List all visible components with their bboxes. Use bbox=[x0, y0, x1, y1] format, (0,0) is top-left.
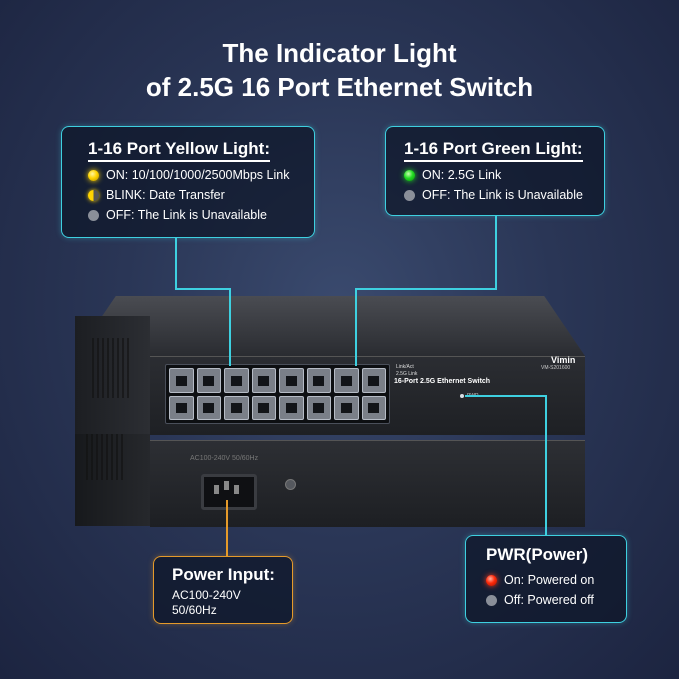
power-led bbox=[460, 394, 464, 398]
yellow-led-icon bbox=[88, 169, 99, 181]
list-item: ON: 2.5G Link bbox=[404, 168, 604, 182]
connector-line bbox=[355, 288, 357, 366]
connector-line bbox=[465, 395, 547, 397]
ethernet-port bbox=[279, 395, 304, 420]
ethernet-port bbox=[361, 368, 386, 393]
switch-name: 16-Port 2.5G Ethernet Switch bbox=[394, 378, 491, 385]
list-item: On: Powered on bbox=[486, 573, 626, 587]
blink-led-icon bbox=[88, 189, 99, 201]
ethernet-port bbox=[306, 395, 331, 420]
off-led-icon bbox=[404, 189, 415, 201]
brand-logo: Vimin bbox=[551, 355, 576, 365]
yellow-light-heading: 1-16 Port Yellow Light: bbox=[88, 139, 270, 162]
ethernet-port bbox=[196, 395, 221, 420]
led-label-25g: 2.5G Link bbox=[396, 371, 418, 377]
socket-pin bbox=[234, 485, 239, 494]
connector-line bbox=[226, 500, 228, 556]
title-line-2: of 2.5G 16 Port Ethernet Switch bbox=[145, 72, 534, 102]
socket-pin bbox=[214, 485, 219, 494]
connector-line bbox=[355, 288, 497, 290]
red-led-icon bbox=[486, 574, 497, 586]
ethernet-port bbox=[361, 395, 386, 420]
green-light-info-box: 1-16 Port Green Light: ON: 2.5G Link OFF… bbox=[385, 126, 605, 216]
ethernet-port bbox=[334, 368, 359, 393]
power-input-frequency: 50/60Hz bbox=[172, 603, 217, 617]
model-number: VM-S201600 bbox=[541, 365, 571, 371]
green-light-heading: 1-16 Port Green Light: bbox=[404, 139, 583, 162]
page-title: The Indicator Light of 2.5G 16 Port Ethe… bbox=[0, 36, 679, 104]
title-line-1: The Indicator Light bbox=[222, 38, 457, 68]
pwr-on-text: On: Powered on bbox=[504, 573, 595, 587]
ethernet-port bbox=[224, 368, 249, 393]
ethernet-port bbox=[306, 368, 331, 393]
connector-line bbox=[495, 216, 497, 290]
green-led-icon bbox=[404, 169, 415, 181]
pwr-heading: PWR(Power) bbox=[486, 545, 588, 564]
connector-line bbox=[175, 238, 177, 288]
list-item: Off: Powered off bbox=[486, 593, 626, 607]
list-item: OFF: The Link is Unavailable bbox=[88, 208, 314, 222]
off-led-icon bbox=[486, 594, 497, 606]
ethernet-port bbox=[334, 395, 359, 420]
green-off-text: OFF: The Link is Unavailable bbox=[422, 188, 583, 202]
connector-line bbox=[175, 288, 231, 290]
list-item: OFF: The Link is Unavailable bbox=[404, 188, 604, 202]
ethernet-port bbox=[169, 368, 194, 393]
switch-top bbox=[75, 296, 585, 356]
pwr-info-box: PWR(Power) On: Powered on Off: Powered o… bbox=[465, 535, 627, 623]
ground-screw bbox=[285, 479, 296, 490]
green-on-text: ON: 2.5G Link bbox=[422, 168, 502, 182]
ethernet-port bbox=[169, 395, 194, 420]
list-item: ON: 10/100/1000/2500Mbps Link bbox=[88, 168, 314, 182]
power-input-heading: Power Input: bbox=[172, 565, 275, 584]
list-item: BLINK: Date Transfer bbox=[88, 188, 314, 202]
socket-pin bbox=[224, 481, 229, 490]
connector-line bbox=[545, 395, 547, 535]
ethernet-port bbox=[196, 368, 221, 393]
led-label-link: Link/Act bbox=[396, 364, 414, 370]
connector-line bbox=[229, 288, 231, 366]
power-input-voltage: AC100-240V bbox=[172, 588, 241, 602]
ac-power-socket bbox=[201, 474, 257, 510]
ac-rating-label: AC100-240V 50/60Hz bbox=[190, 455, 259, 462]
port-block bbox=[165, 364, 390, 424]
yellow-on-text: ON: 10/100/1000/2500Mbps Link bbox=[106, 168, 290, 182]
upper-vents bbox=[92, 338, 132, 398]
yellow-light-info-box: 1-16 Port Yellow Light: ON: 10/100/1000/… bbox=[61, 126, 315, 238]
ethernet-port bbox=[279, 368, 304, 393]
ethernet-port bbox=[224, 395, 249, 420]
ethernet-port bbox=[251, 368, 276, 393]
pwr-off-text: Off: Powered off bbox=[504, 593, 594, 607]
yellow-off-text: OFF: The Link is Unavailable bbox=[106, 208, 267, 222]
power-input-box: Power Input: AC100-240V 50/60Hz bbox=[153, 556, 293, 624]
off-led-icon bbox=[88, 209, 99, 221]
yellow-blink-text: BLINK: Date Transfer bbox=[106, 188, 225, 202]
ethernet-port bbox=[251, 395, 276, 420]
